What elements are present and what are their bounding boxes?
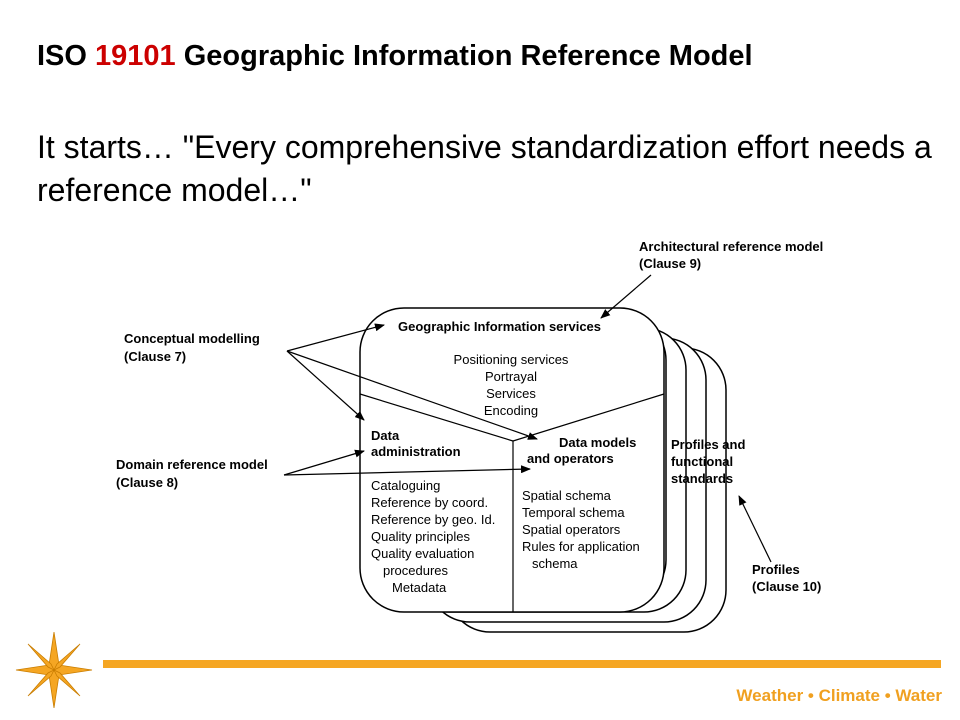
- arrow-conceptual-1: [286, 323, 385, 352]
- data-models-item: Rules for application: [522, 539, 640, 554]
- arrow-domain-1: [283, 449, 365, 476]
- data-models-item: Spatial operators: [522, 522, 621, 537]
- arrow-conceptual-3: [286, 350, 538, 440]
- services-item: Positioning services: [454, 352, 569, 367]
- callout-conceptual-1: Conceptual modelling: [124, 331, 260, 346]
- services-item: Encoding: [484, 403, 538, 418]
- callout-domain-1: Domain reference model: [116, 457, 268, 472]
- data-models-title-1: Data models: [559, 435, 636, 450]
- callout-architectural-1: Architectural reference model: [639, 239, 823, 254]
- page-title: ISO 19101 Geographic Information Referen…: [37, 40, 753, 73]
- footer-brand: Weather • Climate • Water: [736, 686, 942, 705]
- arrow-conceptual-2: [286, 350, 365, 421]
- compass-star-logo: [15, 631, 93, 709]
- callout-architectural-2: (Clause 9): [639, 256, 701, 271]
- data-models-item: schema: [532, 556, 578, 571]
- profiles-box-line-1: Profiles and: [671, 437, 745, 452]
- data-models-title-2: and operators: [527, 451, 614, 466]
- data-admin-item: Cataloguing: [371, 478, 440, 493]
- arrow-architectural: [600, 274, 652, 319]
- divider-right: [512, 393, 665, 442]
- services-title: Geographic Information services: [398, 319, 601, 334]
- callout-profiles-2: (Clause 10): [752, 579, 821, 594]
- divider-left: [359, 393, 514, 442]
- arrow-profiles: [738, 495, 772, 563]
- data-models-item: Spatial schema: [522, 488, 612, 503]
- callout-domain-2: (Clause 8): [116, 475, 178, 490]
- data-admin-item: Reference by geo. Id.: [371, 512, 495, 527]
- data-admin-item: Reference by coord.: [371, 495, 488, 510]
- data-admin-item: Metadata: [392, 580, 447, 595]
- data-models-item: Temporal schema: [522, 505, 625, 520]
- services-item: Services: [486, 386, 536, 401]
- data-admin-title-1: Data: [371, 428, 400, 443]
- front-box: [359, 307, 665, 613]
- callout-conceptual-2: (Clause 7): [124, 349, 186, 364]
- callout-profiles-1: Profiles: [752, 562, 800, 577]
- title-number: 19101: [95, 40, 176, 72]
- arrow-domain-2: [283, 465, 531, 476]
- title-rest: Geographic Information Reference Model: [183, 40, 753, 72]
- data-admin-item: Quality evaluation: [371, 546, 474, 561]
- profiles-box-line-3: standards: [671, 471, 733, 486]
- data-admin-item: Quality principles: [371, 529, 470, 544]
- footer-rule: [103, 660, 941, 668]
- data-admin-title-2: administration: [371, 444, 461, 459]
- title-prefix: ISO: [37, 40, 87, 72]
- subtitle: It starts… "Every comprehensive standard…: [37, 129, 932, 208]
- services-item: Portrayal: [485, 369, 537, 384]
- data-admin-item: procedures: [383, 563, 449, 578]
- profiles-box-line-2: functional: [671, 454, 733, 469]
